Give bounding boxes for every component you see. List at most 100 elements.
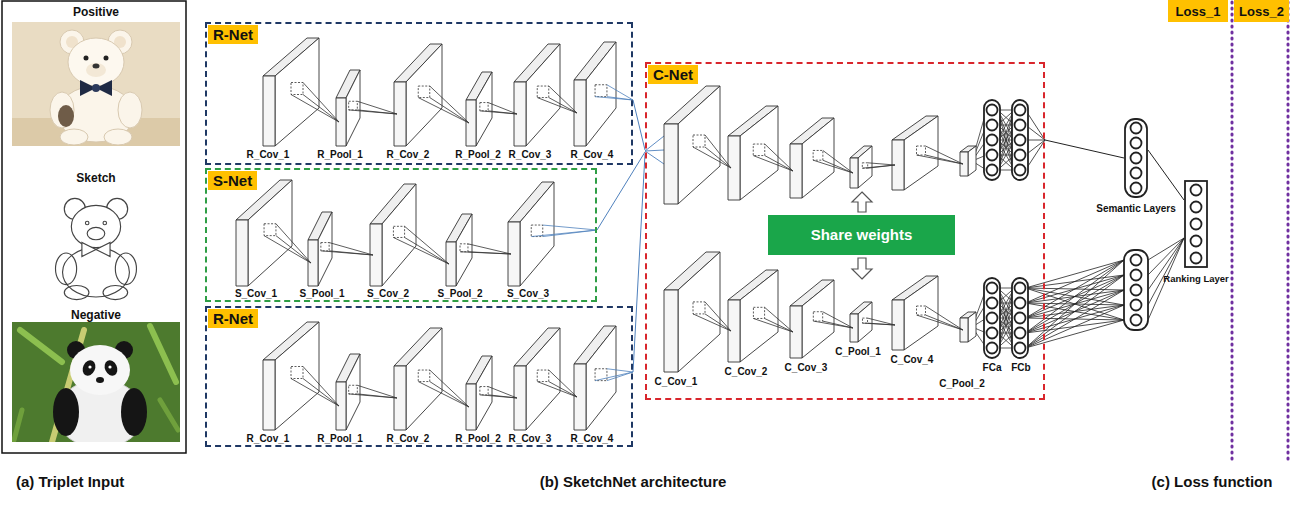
kernel-line <box>862 165 895 168</box>
kernel-lines <box>264 83 963 408</box>
connector-line <box>633 154 645 372</box>
neuron <box>1191 236 1202 247</box>
kernel-line <box>705 135 731 168</box>
kernel-line <box>430 98 469 123</box>
neuron <box>1191 185 1202 196</box>
kernel-line <box>303 95 339 123</box>
conv-block-face <box>336 382 346 430</box>
conv-block-face <box>790 144 802 198</box>
kernel-window <box>291 367 303 379</box>
kernel-line <box>549 98 577 113</box>
fan-line <box>645 151 664 164</box>
conv-block-face <box>678 86 720 204</box>
node-heading: Loss_1 <box>1176 4 1221 19</box>
conv-block-face <box>586 326 616 430</box>
neuron <box>987 298 998 309</box>
kernel-line <box>693 147 731 168</box>
neuron <box>1015 120 1026 131</box>
conv-block-face <box>664 290 678 372</box>
panda-photo <box>12 322 180 442</box>
kernel-line <box>813 160 853 173</box>
layer-column <box>1012 100 1028 180</box>
sketch-drawing <box>85 221 89 225</box>
connector-line <box>1148 150 1184 200</box>
conv-block-face <box>526 44 560 146</box>
layer-column <box>1012 278 1028 358</box>
kernel-window <box>917 146 926 155</box>
kernel-line <box>430 370 469 407</box>
dense-link <box>1026 320 1125 348</box>
neuron <box>1015 313 1026 324</box>
conv-block-face <box>382 184 416 286</box>
sketch-drawing <box>56 253 77 285</box>
sketch-drawing <box>103 221 107 225</box>
conv-block-face <box>586 42 616 146</box>
kernel-line <box>549 86 577 113</box>
kernel-line <box>537 382 577 397</box>
layer-column-outline <box>1185 181 1207 267</box>
kernel-line <box>813 321 853 328</box>
sketch-drawing <box>87 227 105 239</box>
teddy-photo <box>92 84 100 92</box>
kernel-window <box>813 312 822 321</box>
kernel-line <box>276 236 311 263</box>
neuron <box>987 150 998 161</box>
neuron <box>1131 168 1142 179</box>
kernel-line <box>537 98 577 113</box>
sketch-drawing <box>82 242 96 256</box>
conv-block-face <box>346 70 360 146</box>
kernel-line <box>430 382 469 407</box>
layer-label: C_Cov_3 <box>785 362 828 374</box>
node-heading: Loss_2 <box>1239 4 1284 19</box>
kernel-line <box>868 163 895 165</box>
neuron <box>987 135 998 146</box>
kernel-line <box>765 318 793 332</box>
kernel-line <box>549 382 577 397</box>
kernel-line <box>418 382 469 407</box>
neuron <box>1131 300 1142 311</box>
conv-block-face <box>740 106 778 200</box>
connector-line <box>1045 140 1124 158</box>
layer-label: C_Cov_1 <box>655 376 698 388</box>
kernel-line <box>349 394 397 398</box>
node-heading: R-Net <box>208 25 258 44</box>
neuron <box>1131 123 1142 134</box>
neuron <box>1015 283 1026 294</box>
panda-photo <box>20 330 62 362</box>
panda-photo <box>160 400 178 430</box>
conv-block-face <box>275 322 319 430</box>
input-image: Sketch <box>8 168 184 302</box>
kernel-window <box>349 101 358 110</box>
conv-block-face <box>346 354 360 430</box>
layer-label: R_Pool_2 <box>455 433 501 445</box>
conv-block-face <box>406 44 442 146</box>
neuron <box>1015 165 1026 176</box>
layer-column: Ranking Layer <box>1163 180 1229 285</box>
kernel-line <box>418 98 469 123</box>
kernel-line <box>264 236 311 263</box>
conv-block-face <box>740 270 778 362</box>
loss-box: Loss_2 <box>1234 0 1289 22</box>
conv-block-face <box>802 118 834 198</box>
kernel-line <box>531 230 597 237</box>
sketch-drawing <box>63 248 130 297</box>
kernel-window <box>393 226 404 237</box>
layer-column <box>984 278 1000 358</box>
panel-caption: (a) Triplet Input <box>16 473 124 491</box>
layer-label: FCb <box>1011 362 1030 374</box>
kernel-window <box>693 302 705 314</box>
neuron <box>1015 150 1026 161</box>
kernel-line <box>926 146 964 164</box>
layer-label: R_Cov_1 <box>247 149 290 161</box>
node-heading: Negative <box>71 308 121 322</box>
neuron <box>1191 219 1202 230</box>
conv-block-face <box>236 220 248 286</box>
neuron <box>1131 315 1142 326</box>
panda-photo <box>121 388 147 436</box>
panda-photo <box>108 365 111 368</box>
node-heading: Semantic Layers <box>1096 203 1176 215</box>
kernel-line <box>405 237 449 264</box>
connector-line <box>633 100 645 150</box>
teddy-photo <box>118 92 142 128</box>
sketch-drawing <box>71 205 120 247</box>
